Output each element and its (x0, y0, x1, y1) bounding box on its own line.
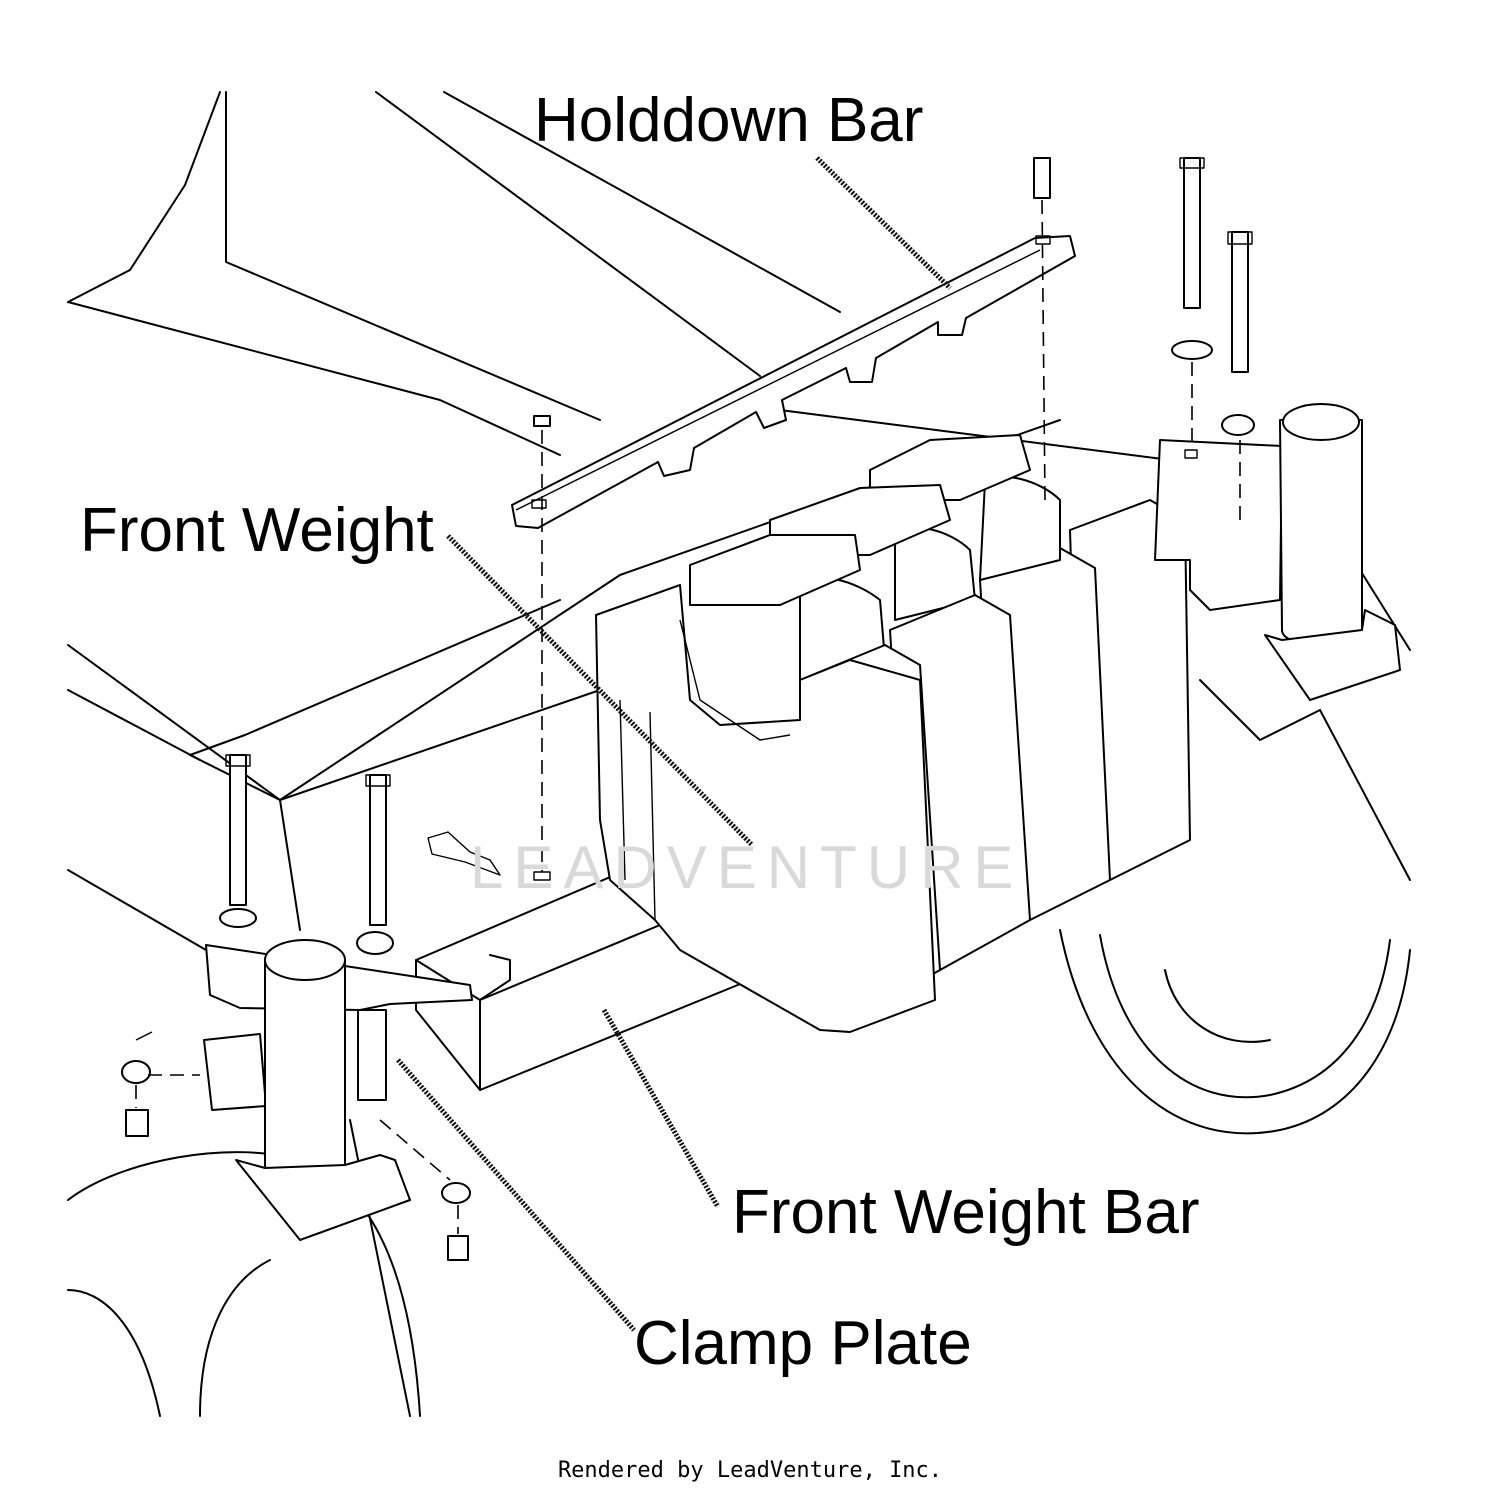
right-caster-mount (1154, 403, 1401, 701)
right-bolts (1033, 157, 1255, 520)
left-caster-mount (203, 939, 473, 1241)
leader-front-weight (446, 534, 754, 847)
label-clamp-plate: Clamp Plate (634, 1309, 972, 1378)
leader-holddown-bar (815, 156, 952, 290)
left-bolts (121, 415, 551, 1261)
label-holddown-bar: Holddown Bar (534, 86, 923, 155)
leader-front-weight-bar (601, 1008, 721, 1209)
leader-clamp-plate (396, 1058, 636, 1332)
label-front-weight-bar: Front Weight Bar (732, 1178, 1199, 1247)
holddown-bar (511, 235, 1076, 529)
watermark-text: LEADVENTURE (470, 834, 1023, 901)
front-weight-stack (595, 434, 1191, 1033)
label-front-weight: Front Weight (80, 496, 434, 565)
leader-lines (396, 156, 952, 1332)
frame-outline (67, 91, 1171, 951)
right-wheel (1059, 569, 1411, 1135)
footer-credit: Rendered by LeadVenture, Inc. (557, 1458, 943, 1483)
